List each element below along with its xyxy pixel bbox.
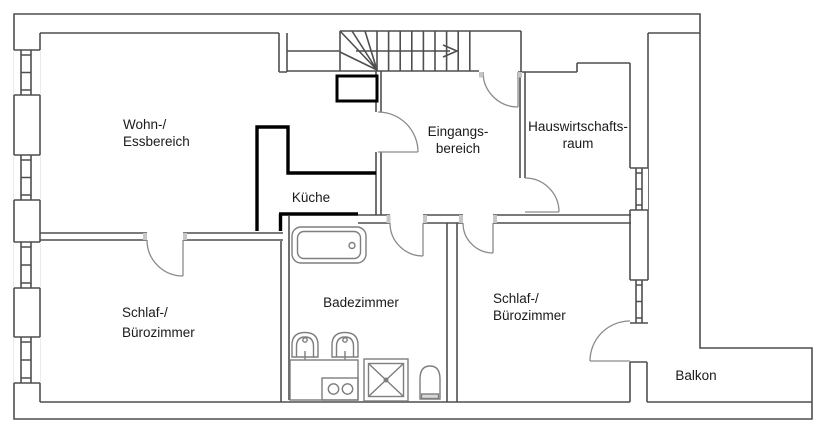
label-kitchen: Küche: [292, 190, 330, 205]
label-balcony: Balkon: [675, 368, 716, 383]
windows-left: [13, 49, 41, 384]
label-entry-line1: Eingangs-: [428, 124, 489, 139]
outer-wall: [13, 13, 813, 420]
staircase: [339, 30, 521, 72]
east-strip-wall: [629, 32, 700, 402]
label-living-line2: Essbereich: [123, 134, 190, 149]
utility-door: [524, 177, 560, 213]
window-icon: [13, 49, 41, 96]
doors: [146, 71, 631, 362]
kitchen-walls: [255, 74, 379, 231]
window-icon: [13, 336, 41, 384]
label-living-line1: Wohn-/: [123, 117, 167, 132]
washer-counter-icon: [289, 359, 359, 401]
window-icon: [13, 241, 41, 289]
shower-icon: [363, 358, 409, 402]
bathtub-icon: [291, 226, 367, 264]
room-living: [40, 33, 279, 233]
bedroom-right-door: [462, 222, 494, 254]
stair-direction-arrow-icon: [442, 44, 460, 58]
room-balcony: [648, 348, 812, 419]
window-icon: [630, 167, 648, 211]
label-entry-line2: bereich: [436, 141, 480, 156]
label-bedroom-left-line1: Schlaf-/: [122, 305, 168, 320]
label-bedroom-right-line1: Schlaf-/: [493, 291, 539, 306]
bedroom-left-door: [146, 239, 184, 277]
bathroom-fixtures: [289, 226, 441, 402]
stair-outline: [339, 30, 521, 72]
living-walls: [39, 32, 340, 402]
stair-shaft: [335, 74, 379, 103]
kitchen-wall-upper: [255, 125, 376, 231]
window-icon: [13, 154, 41, 201]
kitchen-door: [377, 111, 419, 153]
room-bedroom-left: [40, 240, 281, 402]
room-labels: Wohn-/ Essbereich Küche Eingangs- bereic…: [122, 117, 717, 383]
washbasin-icon: [291, 331, 319, 360]
interior-vertical-walls: [280, 216, 458, 402]
label-utility-line1: Hauswirtschafts-: [528, 119, 628, 134]
label-utility-line2: raum: [563, 136, 594, 151]
hall-south-wall: [358, 214, 631, 224]
label-bedroom-left-line2: Bürozimmer: [122, 325, 195, 340]
door-jambs: [143, 72, 522, 240]
windows-east: [630, 167, 648, 324]
entry-door: [482, 71, 519, 108]
toilet-icon: [419, 365, 441, 400]
label-bathroom: Badezimmer: [323, 295, 399, 310]
window-icon: [630, 279, 648, 324]
utility-walls: [518, 31, 631, 280]
washbasin-icon: [331, 331, 359, 360]
bedroom-left-top-wall: [40, 232, 283, 241]
walls: [13, 13, 813, 420]
balcony-door: [589, 320, 631, 362]
label-bedroom-right-line2: Bürozimmer: [493, 308, 566, 323]
kitchen-wall-lower: [278, 212, 358, 231]
bathroom-door: [389, 222, 424, 257]
